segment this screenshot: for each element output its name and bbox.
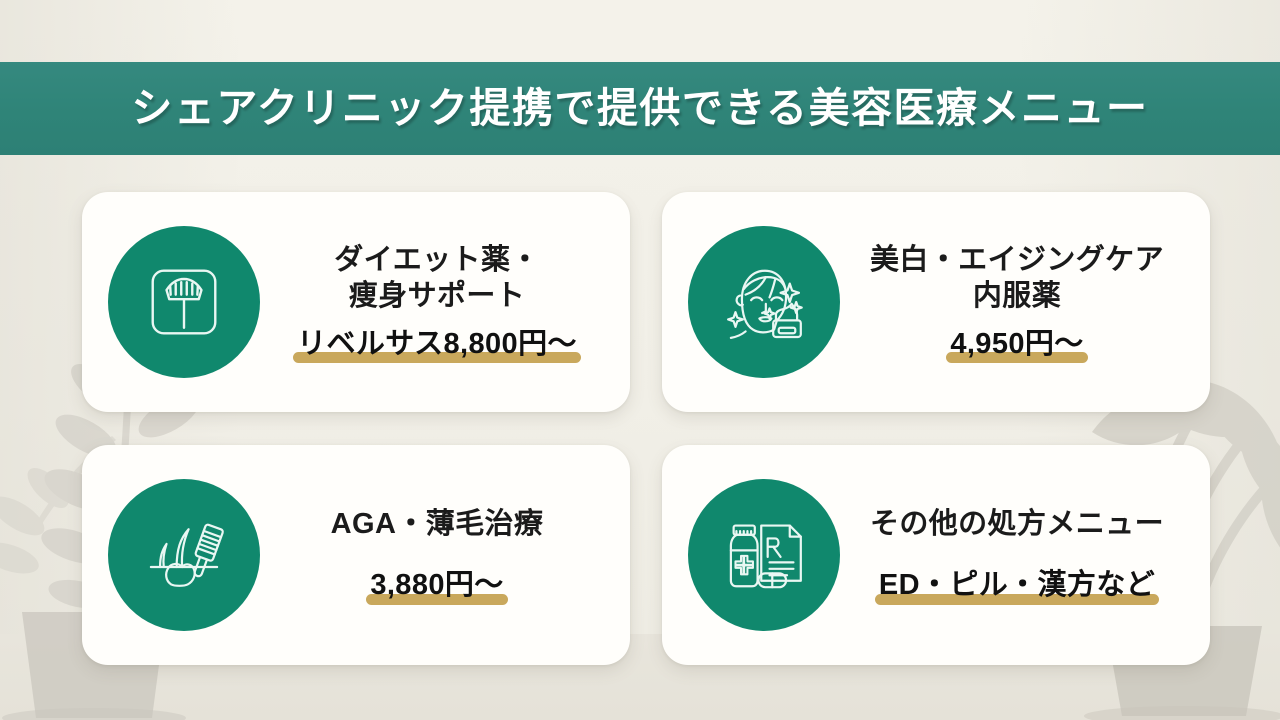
menu-card-price-highlight: ED・ピル・漢方など — [874, 569, 1160, 605]
menu-card-title: AGA・薄毛治療 — [330, 508, 544, 541]
weight-scale-icon — [108, 226, 260, 378]
menu-card-title: その他の処方メニュー — [869, 508, 1164, 541]
menu-card-other[interactable]: その他の処方メニュー ED・ピル・漢方など — [662, 445, 1210, 665]
menu-card-aga[interactable]: AGA・薄毛治療 3,880円〜 — [82, 445, 630, 665]
menu-card-price: ED・ピル・漢方など — [878, 569, 1156, 602]
menu-card-price-highlight: 3,880円〜 — [366, 569, 508, 605]
menu-card-price-highlight: 4,950円〜 — [946, 327, 1088, 364]
menu-card-body: 美白・エイジングケア 内服薬 4,950円〜 — [840, 243, 1188, 364]
menu-card-diet[interactable]: ダイエット薬・ 痩身サポート リベルサス8,800円〜 — [82, 192, 630, 412]
menu-card-price: リベルサス8,800円〜 — [297, 327, 577, 360]
menu-card-price: 3,880円〜 — [370, 569, 504, 602]
menu-card-title: 美白・エイジングケア 内服薬 — [869, 243, 1164, 312]
gold-underline — [293, 352, 581, 364]
menu-card-price-highlight: リベルサス8,800円〜 — [293, 327, 581, 364]
gold-underline — [946, 352, 1088, 364]
header-band: シェアクリニック提携で提供できる美容医療メニュー — [0, 62, 1280, 155]
menu-card-body: ダイエット薬・ 痩身サポート リベルサス8,800円〜 — [260, 243, 608, 364]
facial-care-icon — [688, 226, 840, 378]
menu-card-whitening[interactable]: 美白・エイジングケア 内服薬 4,950円〜 — [662, 192, 1210, 412]
menu-card-body: その他の処方メニュー ED・ピル・漢方など — [840, 507, 1188, 605]
page-title: シェアクリニック提携で提供できる美容医療メニュー — [131, 85, 1149, 131]
menu-card-grid: ダイエット薬・ 痩身サポート リベルサス8,800円〜 — [82, 192, 1210, 665]
gold-underline — [366, 593, 508, 605]
gold-underline — [874, 593, 1160, 605]
menu-card-title: ダイエット薬・ 痩身サポート — [334, 243, 540, 312]
menu-card-price: 4,950円〜 — [950, 327, 1084, 360]
menu-card-body: AGA・薄毛治療 3,880円〜 — [260, 507, 608, 605]
hair-follicle-comb-icon — [108, 479, 260, 631]
prescription-medicine-icon — [688, 479, 840, 631]
